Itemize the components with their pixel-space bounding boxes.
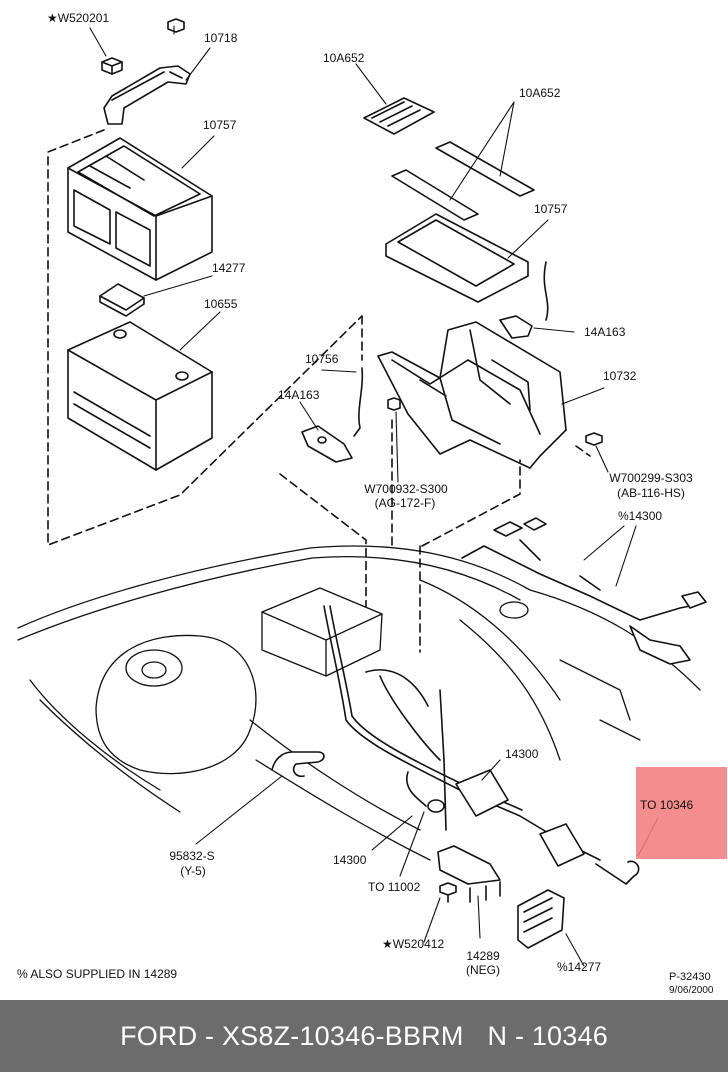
label-95832-ref: (Y-5) bbox=[180, 864, 206, 878]
clamp-95832 bbox=[271, 751, 325, 778]
label-10a652-mid: 10A652 bbox=[519, 86, 561, 100]
label-10756: 10756 bbox=[305, 352, 339, 366]
label-14289: 14289 bbox=[466, 949, 500, 963]
engine-bay bbox=[17, 545, 701, 861]
battery bbox=[67, 321, 213, 471]
pad-strips bbox=[391, 141, 535, 221]
battery-cables bbox=[323, 605, 640, 885]
pad-10a652-top bbox=[363, 97, 435, 135]
label-w520412: ★W520412 bbox=[382, 937, 445, 951]
battery-support-bracket bbox=[377, 321, 567, 469]
label-10a652-top: 10A652 bbox=[323, 51, 365, 65]
label-leaders bbox=[89, 25, 659, 967]
label-10757-left: 10757 bbox=[203, 118, 237, 132]
highlight-box bbox=[636, 767, 727, 859]
label-w700932-code: W700932-S300 bbox=[364, 482, 448, 496]
reference-code: P-32430 bbox=[669, 971, 711, 983]
supply-note: % ALSO SUPPLIED IN 14289 bbox=[17, 967, 178, 981]
footer-reference: N - 10346 bbox=[487, 1021, 608, 1051]
label-to-10346: TO 10346 bbox=[640, 798, 694, 812]
label-w520201: ★W520201 bbox=[47, 11, 110, 25]
bolt-w700299 bbox=[585, 432, 603, 446]
exploded-parts-diagram bbox=[17, 18, 707, 967]
label-95832-code: 95832-S bbox=[169, 849, 215, 863]
reference-date: 9/06/2000 bbox=[669, 985, 714, 996]
battery-tray-right bbox=[385, 213, 529, 303]
footer-part-number: FORD - XS8Z-10346-BBRM bbox=[120, 1021, 464, 1051]
label-10757-right: 10757 bbox=[534, 202, 568, 216]
wiring-harness bbox=[461, 517, 707, 665]
nut-w700932 bbox=[387, 397, 401, 411]
clip-14a163-right bbox=[499, 315, 533, 339]
label-14277-left: 14277 bbox=[212, 261, 246, 275]
label-10732: 10732 bbox=[603, 369, 637, 383]
label-w700299-code: W700299-S303 bbox=[609, 471, 693, 485]
terminal-14289 bbox=[437, 845, 501, 903]
battery-tray-left bbox=[67, 137, 213, 281]
battery-cap bbox=[99, 283, 145, 317]
label-w700299-ref: (AB-116-HS) bbox=[617, 486, 685, 500]
label-14300-low: 14300 bbox=[333, 853, 367, 867]
footer-caption: FORD - XS8Z-10346-BBRM N - 10346 bbox=[0, 1000, 728, 1072]
label-w700932-ref: (AG-172-F) bbox=[374, 496, 436, 510]
label-10655: 10655 bbox=[204, 297, 238, 311]
label-14300-mid: 14300 bbox=[505, 747, 539, 761]
nut-top bbox=[167, 18, 185, 33]
terminal-cover bbox=[517, 889, 565, 949]
label-10718: 10718 bbox=[204, 31, 238, 45]
label-14300-pct: %14300 bbox=[618, 509, 663, 523]
clip-14a163-left bbox=[301, 425, 353, 463]
leader-line-left bbox=[47, 129, 363, 546]
label-14a163-right: 14A163 bbox=[584, 325, 626, 339]
hold-down-rod bbox=[353, 367, 364, 437]
footer-bar bbox=[0, 1000, 728, 1072]
label-to-11002: TO 11002 bbox=[368, 880, 421, 894]
hold-down-clamp bbox=[103, 65, 191, 125]
label-14a163-left: 14A163 bbox=[278, 388, 320, 402]
nut-w520201 bbox=[101, 57, 123, 75]
hold-down-rod-right bbox=[543, 261, 549, 321]
nut-w520412 bbox=[439, 882, 457, 896]
label-14277-pct: %14277 bbox=[557, 960, 602, 974]
label-14289-neg: (NEG) bbox=[466, 963, 500, 977]
leader-line-right bbox=[279, 315, 591, 657]
